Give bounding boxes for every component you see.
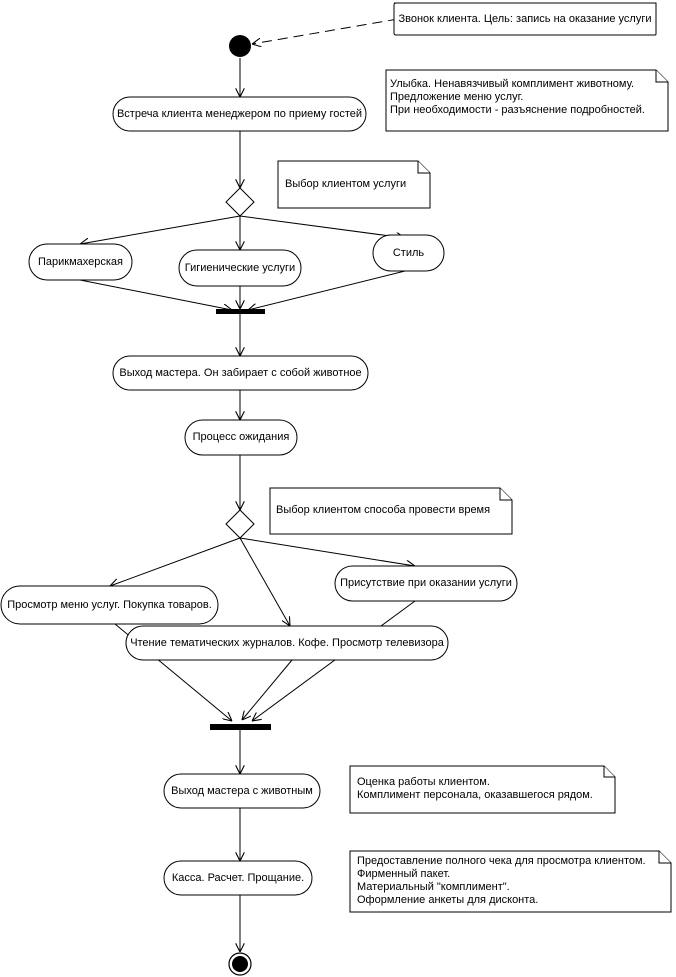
magazines-coffee-label: Чтение тематических журналов. Кофе. Прос…: [130, 636, 444, 649]
final-note-line: Предоставление полного чека для просмотр…: [357, 855, 646, 867]
attend-service-label: Присутствие при оказании услуги: [340, 577, 512, 589]
checkout-label: Касса. Расчет. Прощание.: [171, 871, 305, 884]
feedback-note-box: [349, 765, 616, 814]
final-note-fold: [658, 851, 671, 864]
feedback-note-fold: [603, 766, 615, 778]
feedback-note-text: Оценка работы клиентом. Комплимент персо…: [357, 776, 593, 802]
choice-note-box: [277, 160, 431, 209]
greeting-note-fold: [655, 70, 668, 83]
attend-service-action: [334, 565, 518, 602]
menu-shopping-label: Просмотр меню услуг. Покупка товаров.: [7, 598, 212, 611]
hygiene-action: [178, 249, 302, 287]
flow-edge: [242, 659, 293, 720]
wait-choice-note-text: Выбор клиентом способа провести время: [276, 504, 491, 516]
menu-shopping-action: [0, 585, 219, 625]
hygiene-label: Гигиенические услуги: [184, 261, 296, 274]
client-call-note-text: Звонок клиента. Цель: запись на оказание…: [398, 12, 652, 25]
wait-choice-note-box: [269, 487, 513, 535]
flow-edge: [248, 270, 406, 310]
style-action: [372, 234, 445, 272]
master-return-label: Выход мастера с животным: [171, 784, 313, 797]
greeting-note-line: При необходимости - разъяснение подробно…: [390, 104, 645, 116]
greeting-note-box: [385, 69, 669, 132]
client-call-note-box: [393, 2, 657, 36]
final-note-line: Фирменный пакет.: [357, 868, 451, 880]
service-decision: [225, 187, 255, 217]
flow-edge: [110, 537, 241, 586]
feedback-note-line: Оценка работы клиентом.: [357, 776, 490, 788]
waiting-action: [184, 419, 298, 456]
grooming-label: Парикмахерская: [37, 255, 124, 268]
style-label: Стиль: [392, 246, 425, 259]
choice-note-text: Выбор клиентом услуги: [285, 178, 407, 190]
join-bar-1: [216, 309, 265, 314]
master-return-action: [163, 773, 321, 809]
final-note-box: [349, 850, 672, 913]
join-bar-2: [210, 724, 271, 730]
feedback-note-line: Комплимент персонала, оказавшегося рядом…: [357, 789, 593, 801]
meet-client-action: [112, 96, 367, 132]
flow-edge: [252, 600, 416, 721]
greeting-note-line: Улыбка. Ненавязчивый комплимент животном…: [390, 78, 635, 90]
flow-edge: [239, 537, 415, 566]
meet-client-label: Встреча клиента менеджером по приему гос…: [116, 107, 363, 120]
master-out-label: Выход мастера. Он забирает с собой живот…: [119, 366, 362, 379]
greeting-note-text: Улыбка. Ненавязчивый комплимент животном…: [390, 78, 645, 117]
magazines-coffee-action: [125, 625, 449, 661]
initial-node: [229, 35, 251, 57]
final-note-line: Материальный "комплимент".: [357, 881, 510, 893]
flow-edge: [80, 215, 241, 244]
greeting-note-line: Предложение меню услуг.: [390, 91, 524, 103]
master-out-action: [112, 355, 369, 391]
wait-choice-note-fold: [499, 488, 512, 501]
dashed-link: [252, 18, 399, 44]
final-node-core: [232, 956, 248, 972]
wait-decision: [225, 509, 255, 539]
grooming-action: [28, 243, 133, 281]
waiting-label: Процесс ожидания: [192, 431, 290, 443]
flow-edge: [239, 537, 290, 626]
final-note-line: Оформление анкеты для дисконта.: [357, 894, 539, 906]
choice-note-fold: [417, 161, 430, 174]
flow-edge: [79, 279, 232, 310]
flow-edge: [239, 215, 405, 238]
final-note-text: Предоставление полного чека для просмотр…: [357, 855, 646, 907]
checkout-action: [163, 860, 313, 896]
